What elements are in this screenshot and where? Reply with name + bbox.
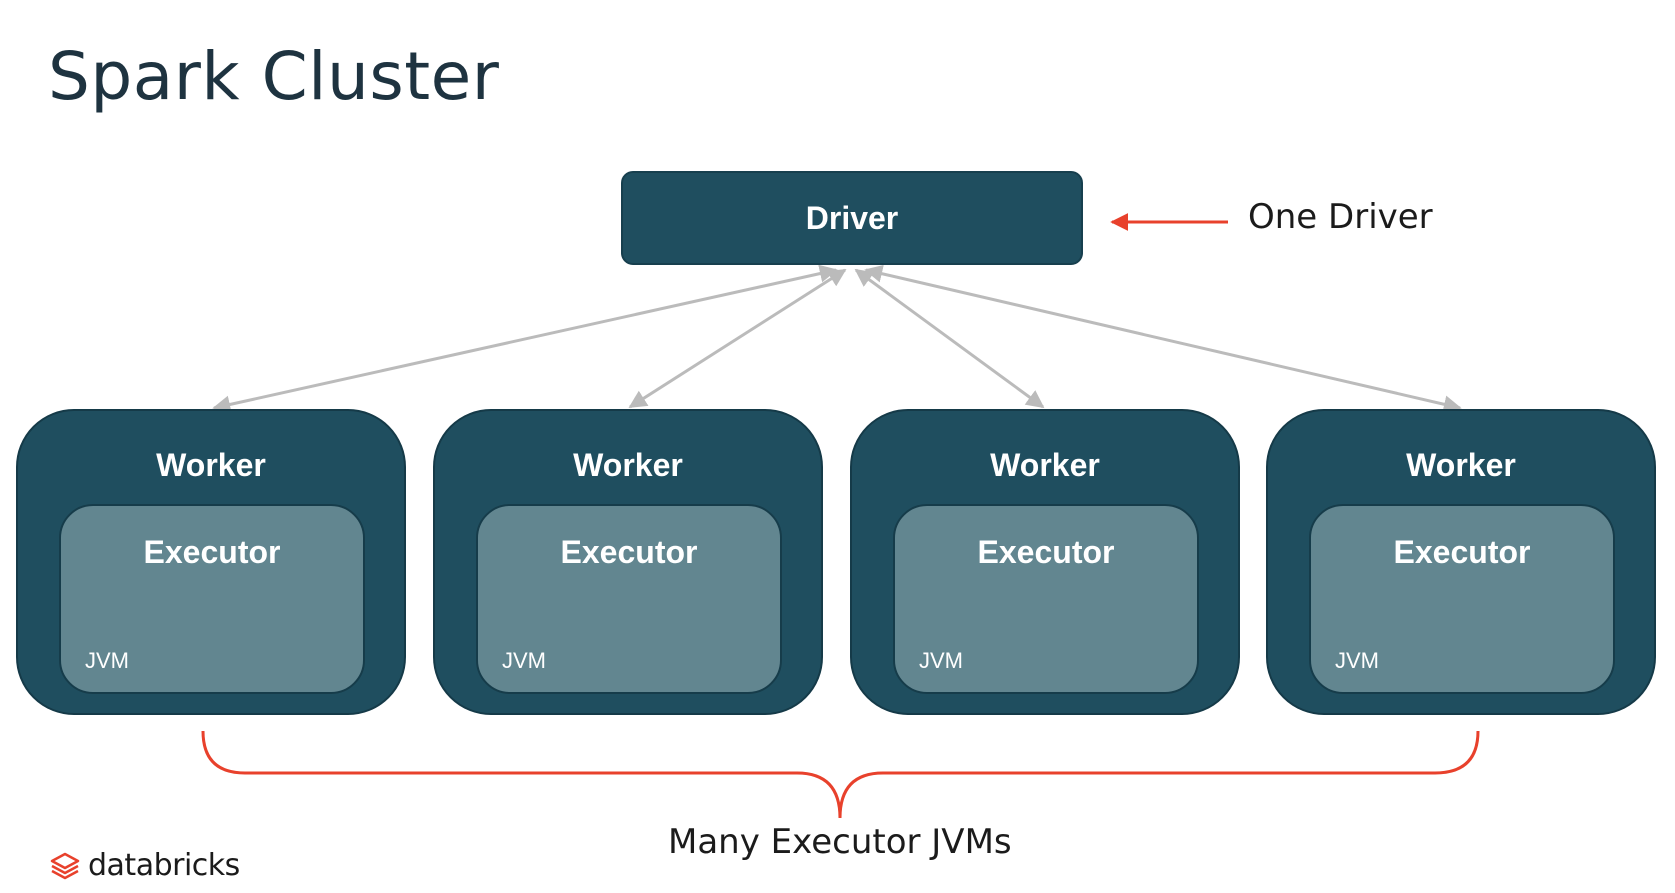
jvm-label: JVM bbox=[85, 648, 129, 673]
driver-worker-4-connector bbox=[864, 264, 1462, 414]
jvm-label: JVM bbox=[919, 648, 963, 673]
executor-node: Executor JVM bbox=[893, 504, 1199, 694]
worker-node-2: Worker Executor JVM bbox=[433, 409, 823, 715]
executor-label: Executor bbox=[1393, 534, 1531, 570]
logo-text: databricks bbox=[88, 848, 240, 883]
worker-label: Worker bbox=[573, 447, 683, 483]
driver-worker-2-connector bbox=[628, 268, 847, 409]
worker-node-1: Worker Executor JVM bbox=[16, 409, 406, 715]
worker-label: Worker bbox=[990, 447, 1100, 483]
jvm-label: JVM bbox=[502, 648, 546, 673]
driver-node: Driver bbox=[621, 171, 1083, 265]
executor-label: Executor bbox=[977, 534, 1115, 570]
executor-label: Executor bbox=[143, 534, 281, 570]
one-driver-note: One Driver bbox=[1248, 197, 1433, 237]
driver-label: Driver bbox=[805, 199, 899, 236]
executor-node: Executor JVM bbox=[1309, 504, 1615, 694]
databricks-logo: databricks bbox=[50, 848, 240, 883]
executor-label: Executor bbox=[560, 534, 698, 570]
executors-brace bbox=[201, 730, 1480, 819]
many-executors-note: Many Executor JVMs bbox=[668, 822, 1012, 862]
worker-label: Worker bbox=[1406, 447, 1516, 483]
databricks-logo-icon bbox=[50, 852, 80, 879]
worker-node-4: Worker Executor JVM bbox=[1266, 409, 1656, 715]
executor-node: Executor JVM bbox=[476, 504, 782, 694]
worker-label: Worker bbox=[156, 447, 266, 483]
jvm-label: JVM bbox=[1335, 648, 1379, 673]
page-title: Spark Cluster bbox=[48, 38, 500, 115]
executor-node: Executor JVM bbox=[59, 504, 365, 694]
driver-worker-1-connector bbox=[212, 264, 838, 414]
worker-node-3: Worker Executor JVM bbox=[850, 409, 1240, 715]
